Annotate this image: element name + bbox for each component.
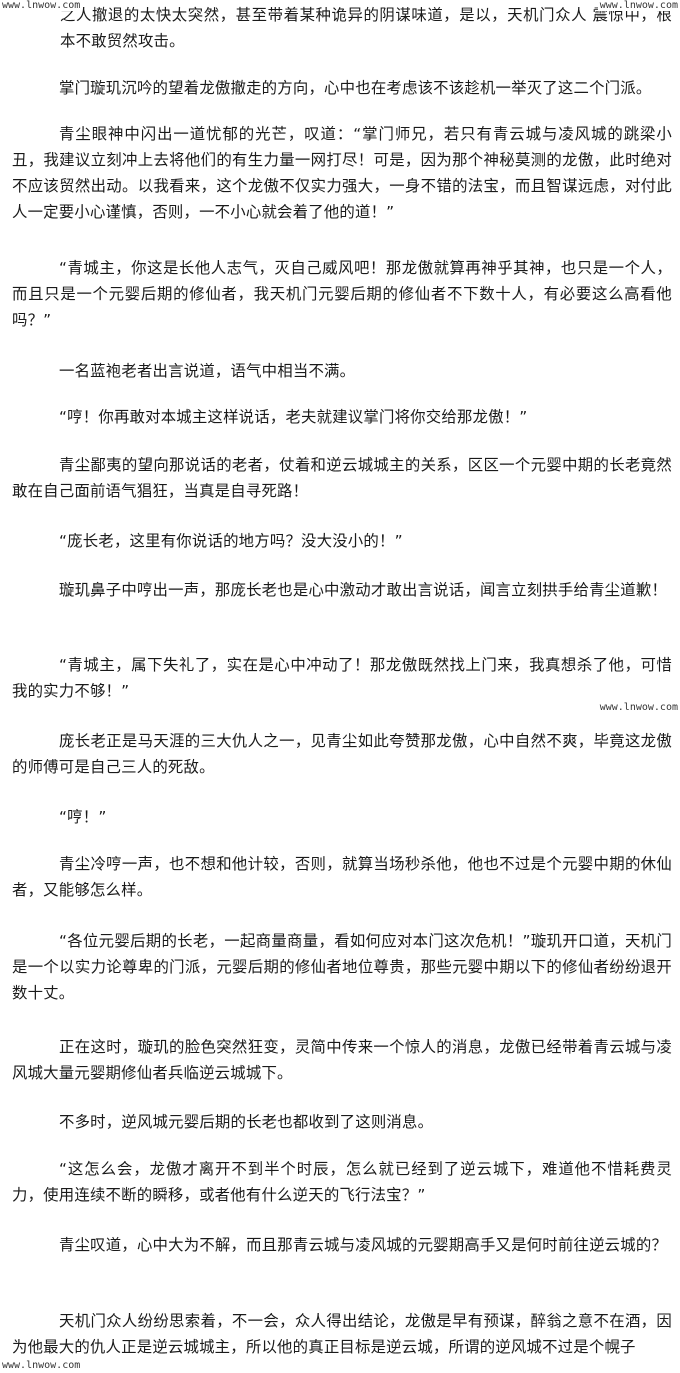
paragraph: 青尘鄙夷的望向那说话的老者，仗着和逆云城城主的关系，区区一个元婴中期的长老竟然敢… [12, 456, 672, 500]
paragraph: 青尘叹道，心中大为不解，而且那青云城与凌风城的元婴期高手又是何时前往逆云城的？ [59, 1236, 668, 1254]
paragraph: “庞长老，这里有你说话的地方吗？没大没小的！” [59, 532, 403, 550]
paragraph: “青城主，属下失礼了，实在是心中冲动了！那龙傲既然找上门来，我真想杀了他，可惜我… [12, 656, 672, 700]
paragraph: “哼！” [59, 808, 107, 826]
paragraph: 天机门众人纷纷思索着，不一会，众人得出结论，龙傲是早有预谋，醉翁之意不在酒，因为… [12, 1312, 672, 1356]
watermark-top-left: www.lnwow.com [0, 0, 83, 11]
watermark-top-right: www.lnwow.com [597, 0, 680, 11]
paragraph: 正在这时，璇玑的脸色突然狂变，灵简中传来一个惊人的消息，龙傲已经带着青云城与凌风… [12, 1038, 672, 1082]
paragraph: 青尘眼神中闪出一道忧郁的光芒，叹道：“掌门师兄，若只有青云城与凌风城的跳梁小丑，… [12, 125, 672, 221]
watermark-middle-right: www.lnwow.com [597, 702, 680, 713]
paragraph: 青尘冷哼一声，也不想和他计较，否则，就算当场秒杀他，他也不过是个元婴中期的休仙者… [12, 855, 672, 899]
paragraph: 之人撤退的太快太突然，甚至带着某种诡异的阴谋味道，是以，天机门众人 震惊中，根本… [60, 6, 672, 50]
paragraph: 一名蓝袍老者出言说道，语气中相当不满。 [59, 362, 356, 380]
paragraph: “哼！你再敢对本城主这样说话，老夫就建议掌门将你交给那龙傲！” [59, 408, 528, 426]
paragraph: 掌门璇玑沉吟的望着龙傲撤走的方向，心中也在考虑该不该趁机一举灭了这二个门派。 [59, 79, 652, 97]
paragraph: 璇玑鼻子中哼出一声，那庞长老也是心中激动才敢出言说话，闻言立刻拱手给青尘道歉！ [59, 581, 668, 599]
paragraph: “各位元婴后期的长老，一起商量商量，看如何应对本门这次危机！”璇玑开口道，天机门… [12, 932, 672, 1002]
paragraph: “这怎么会，龙傲才离开不到半个时辰，怎么就已经到了逆云城下，难道他不惜耗费灵力，… [12, 1160, 672, 1204]
paragraph: 不多时，逆风城元婴后期的长老也都收到了这则消息。 [59, 1113, 434, 1131]
watermark-bottom-left: www.lnwow.com [0, 1360, 83, 1371]
paragraph: 庞长老正是马天涯的三大仇人之一，见青尘如此夸赞那龙傲，心中自然不爽，毕竟这龙傲的… [12, 732, 672, 776]
paragraph: “青城主，你这是长他人志气，灭自己威风吧！那龙傲就算再神乎其神，也只是一个人，而… [12, 259, 672, 329]
